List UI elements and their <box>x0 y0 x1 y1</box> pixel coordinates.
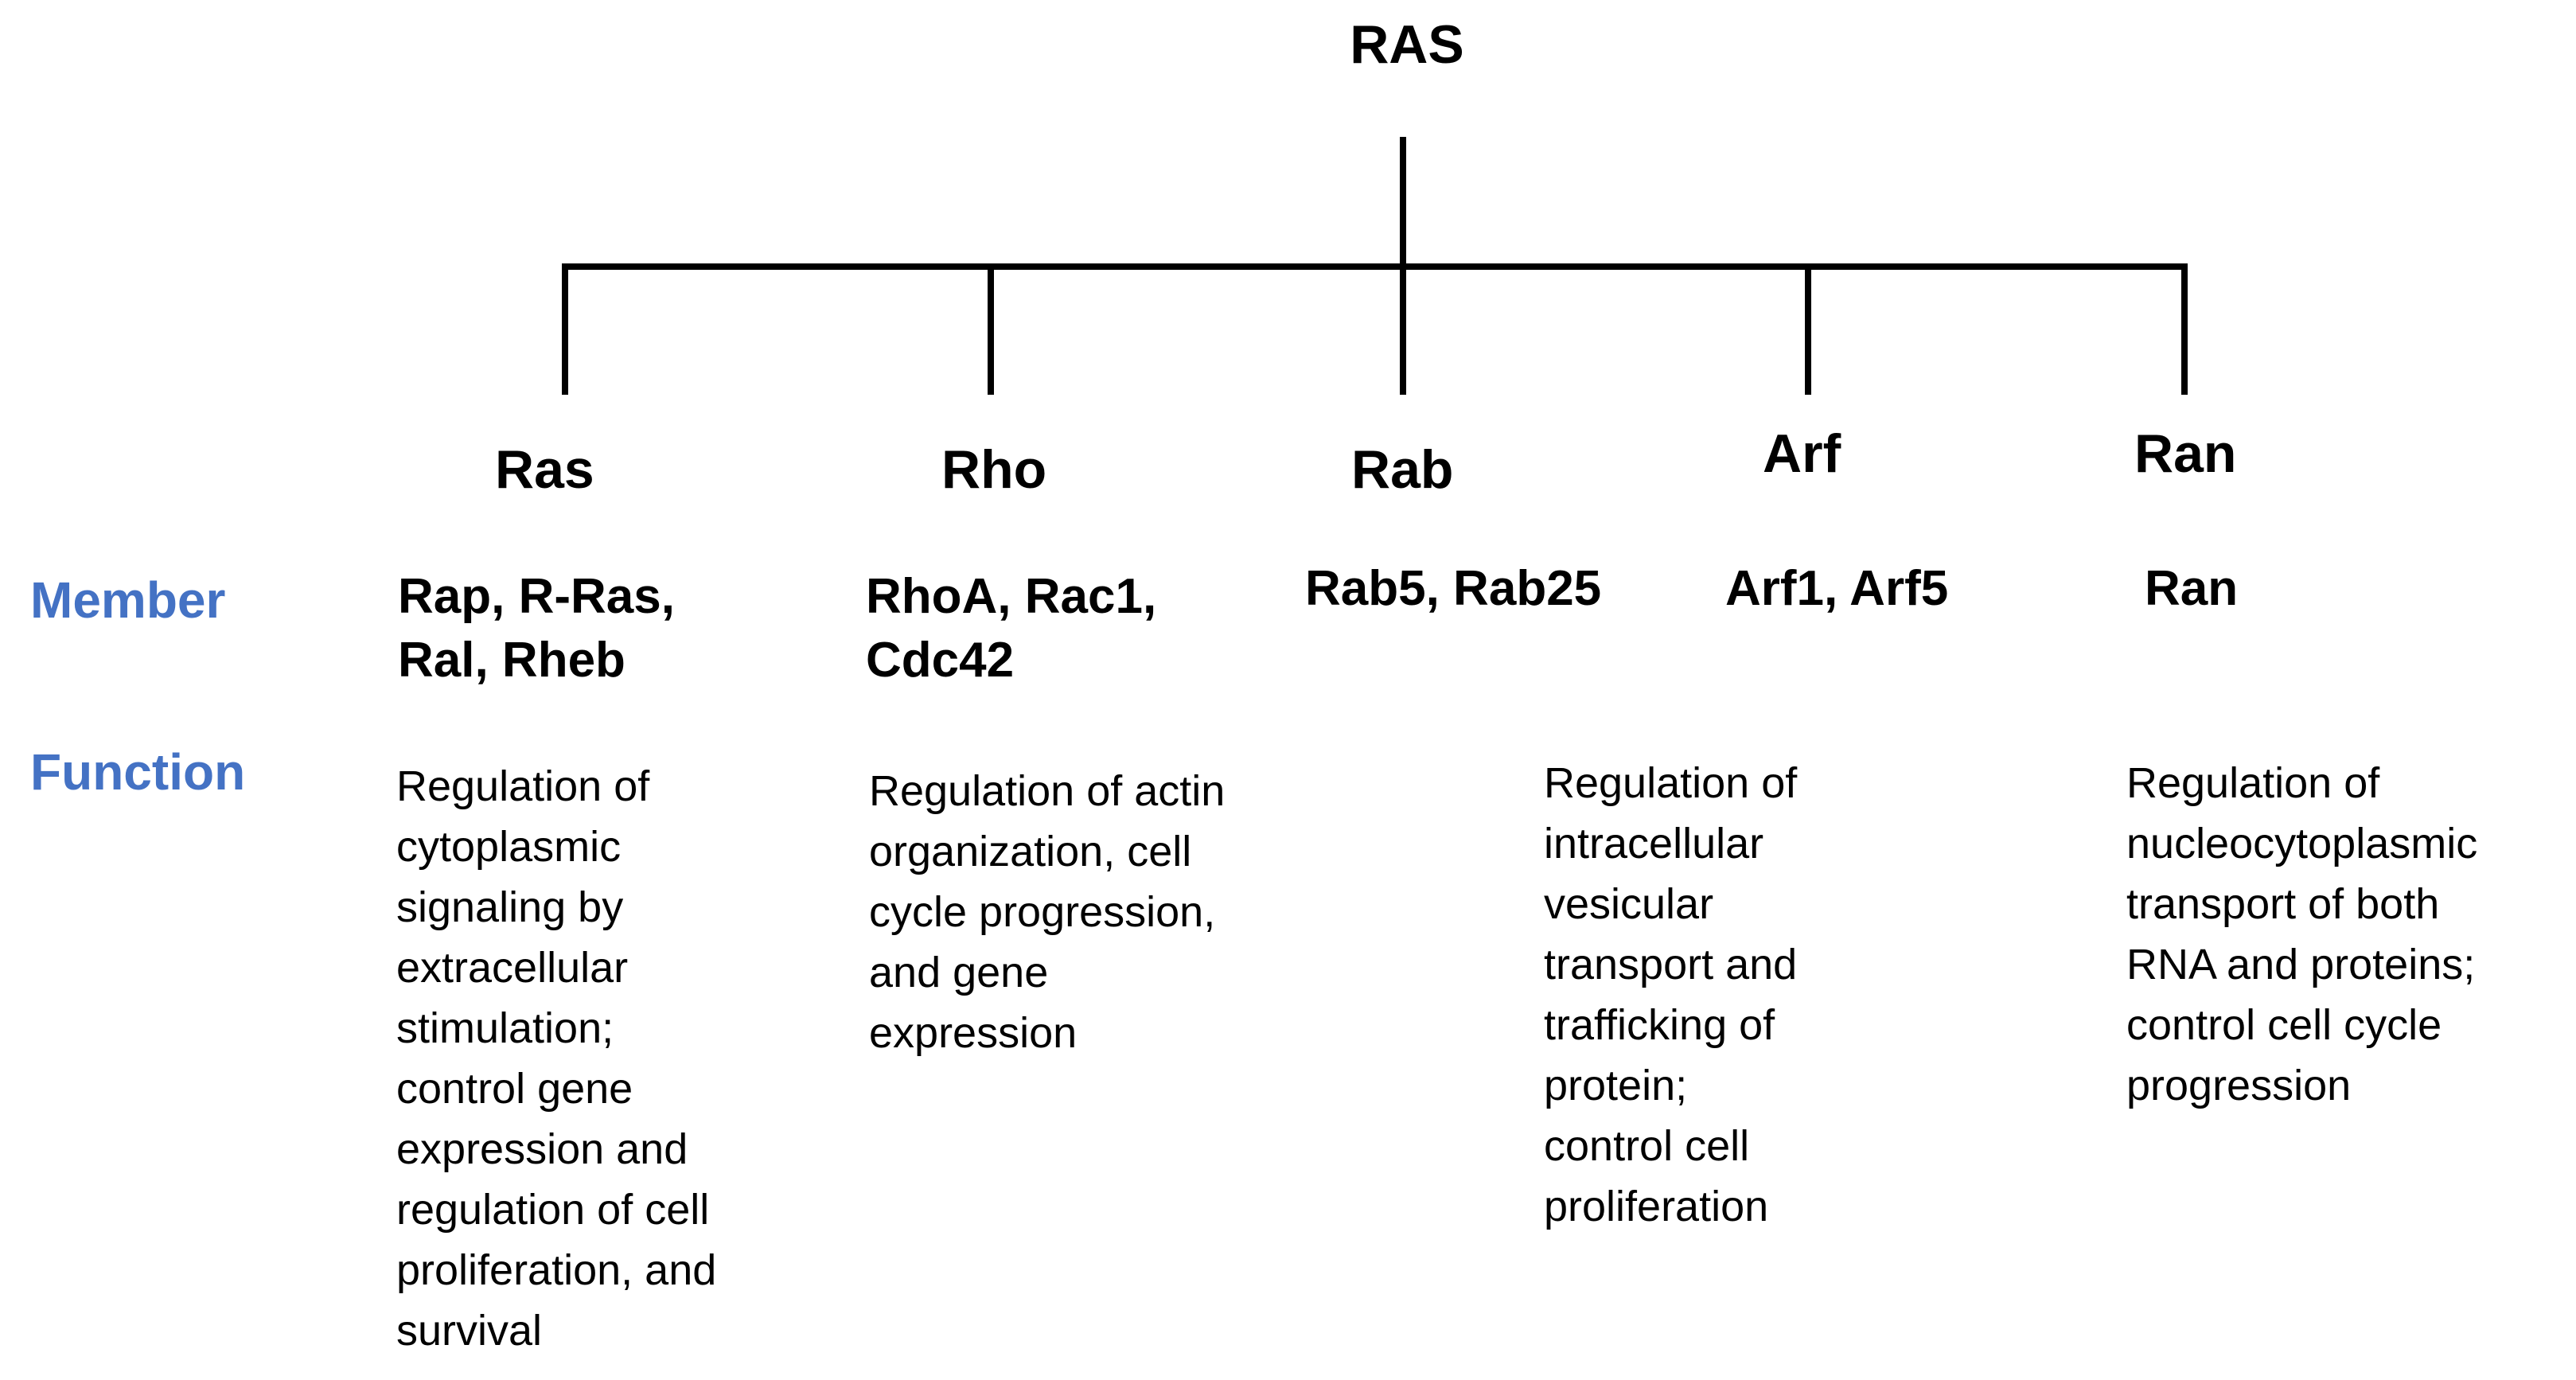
members-arf: Arf1, Arf5 <box>1725 561 1949 616</box>
root-node-ras-superfamily: RAS <box>1350 14 1464 75</box>
function-arf: Regulation of intracellular vesicular tr… <box>1544 759 1798 1230</box>
function-rho: Regulation of actin organization, cell c… <box>869 767 1226 1057</box>
row-label-function: Function <box>30 743 246 801</box>
row-label-member: Member <box>30 571 226 629</box>
members-ras: Rap, R-Ras, Ral, Rheb <box>398 569 675 688</box>
family-name-rab: Rab <box>1351 439 1454 500</box>
family-name-ran: Ran <box>2134 423 2237 484</box>
family-name-rho: Rho <box>941 439 1047 500</box>
family-name-arf: Arf <box>1763 423 1841 484</box>
function-ran: Regulation of nucleocytoplasmic transpor… <box>2126 759 2478 1109</box>
members-rho: RhoA, Rac1, Cdc42 <box>866 569 1157 688</box>
members-rab: Rab5, Rab25 <box>1305 561 1602 616</box>
function-ras: Regulation of cytoplasmic signaling by e… <box>396 762 717 1355</box>
members-ran: Ran <box>2145 561 2239 616</box>
family-name-ras: Ras <box>495 439 594 500</box>
